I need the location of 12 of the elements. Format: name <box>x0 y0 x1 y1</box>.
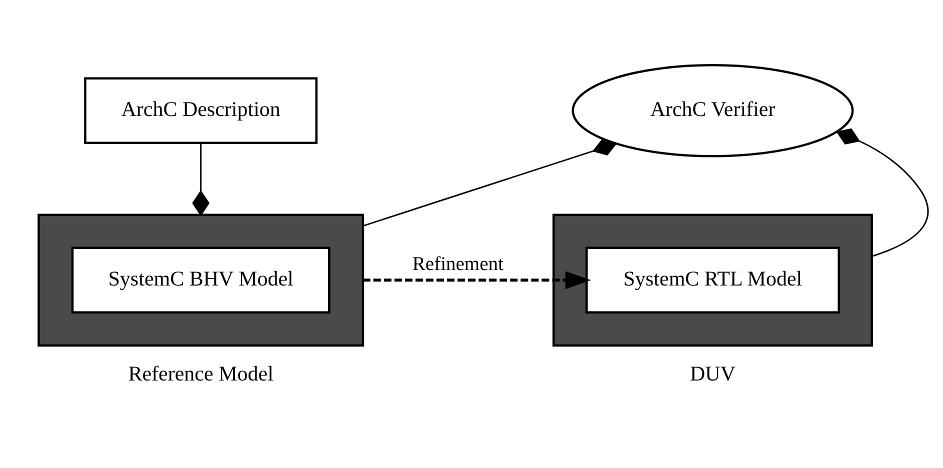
node-box: SystemC BHV Model <box>71 246 330 314</box>
connector <box>192 142 210 216</box>
arrow <box>362 270 591 289</box>
connector <box>836 128 929 256</box>
node-box: ArchC Description <box>84 76 318 144</box>
cluster <box>552 213 873 346</box>
node-box: SystemC RTL Model <box>586 246 840 314</box>
cluster <box>38 213 364 346</box>
node-label: DUV <box>690 360 736 385</box>
edge-label: Refinement <box>412 254 504 275</box>
connector <box>362 138 618 226</box>
node-label: Reference Model <box>128 360 274 385</box>
